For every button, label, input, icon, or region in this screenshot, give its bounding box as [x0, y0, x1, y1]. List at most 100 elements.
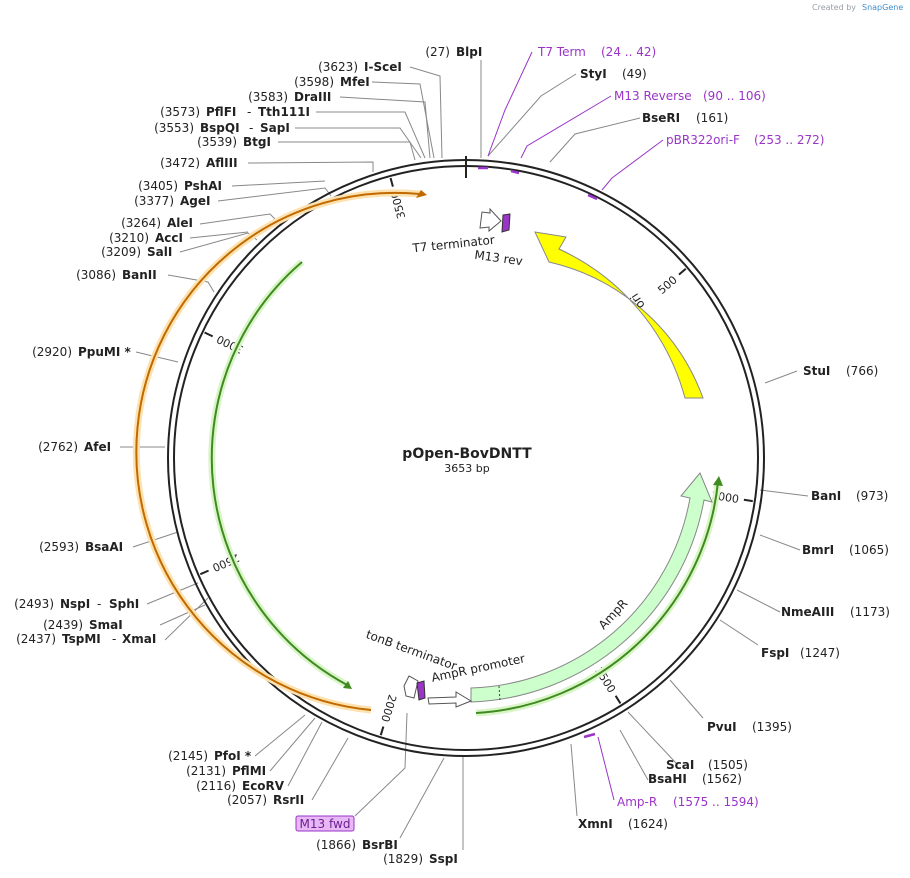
leader-bsahi: [619, 729, 649, 781]
site-styi-name[interactable]: StyI: [580, 67, 607, 81]
site-ppumi-pos: (2920): [32, 345, 72, 359]
site-tspmi-name[interactable]: TspMI: [62, 632, 101, 646]
leader-amp-r: [597, 736, 615, 801]
site-afei-name[interactable]: AfeI: [84, 440, 111, 454]
site-rsrii-name[interactable]: RsrII: [273, 793, 304, 807]
primer-m13fwd-badge[interactable]: [295, 815, 355, 832]
site-nspi-name[interactable]: NspI: [60, 597, 90, 611]
primer-bar-m13reverse: [510, 169, 520, 175]
site-nmeaiii-name[interactable]: NmeAIII: [781, 605, 834, 619]
site-bani-name[interactable]: BanI: [811, 489, 841, 503]
leader-m13reverse: [520, 95, 612, 159]
site-sspi-name[interactable]: SspI: [429, 852, 458, 866]
primer-pbr322ori-f-name[interactable]: pBR322ori-F: [666, 133, 740, 147]
leader-scai: [627, 711, 677, 764]
tonb-terminator-arrow[interactable]: [403, 675, 419, 699]
leader-nmeaiii: [736, 589, 781, 613]
plasmid-name: pOpen-BovDNTT: [402, 446, 532, 462]
site-agei-pos: (3377): [134, 194, 174, 208]
site-bsaai-pos: (2593): [39, 540, 79, 554]
site-tth111i-name[interactable]: Tth111I: [258, 105, 310, 119]
site-bmri-name[interactable]: BmrI: [802, 543, 834, 557]
site-bspqi-name[interactable]: BspQI: [200, 121, 240, 135]
site-rsrii-pos: (2057): [227, 793, 267, 807]
site-bmri-pos: (1065): [849, 543, 889, 557]
leader-bspqi: [295, 127, 422, 159]
site-pshai-pos: (3405): [138, 179, 178, 193]
site-bspqi-sep: -: [249, 121, 253, 135]
primer-bar-pbr322ori-f: [587, 193, 598, 201]
primer-t7term-name[interactable]: T7 Term: [537, 45, 586, 59]
ampr-feature[interactable]: [470, 472, 713, 703]
site-pvui-name[interactable]: PvuI: [707, 720, 737, 734]
primer-pbr322ori-f-range: (253 .. 272): [754, 133, 824, 147]
site-bsrbi-name[interactable]: BsrBI: [362, 838, 398, 852]
site-afei-pos: (2762): [38, 440, 78, 454]
site-scai-pos: (1505): [708, 758, 748, 772]
leader-alei: [199, 213, 279, 225]
primer-m13reverse-range: (90 .. 106): [703, 89, 766, 103]
site-stui-name[interactable]: StuI: [803, 364, 830, 378]
tick-mark-2000: [379, 726, 385, 736]
site-sali-name[interactable]: SalI: [147, 245, 172, 259]
site-xmai-name[interactable]: XmaI: [122, 632, 156, 646]
site-acci-name[interactable]: AccI: [155, 231, 183, 245]
site-i-scei-name[interactable]: I-SceI: [364, 60, 402, 74]
orf-orange-line: [135, 191, 421, 711]
site-tspmi-pos: (2437): [16, 632, 56, 646]
site-ppumi-name[interactable]: PpuMI *: [78, 345, 132, 359]
leader-bani: [759, 489, 809, 497]
site-xmni-name[interactable]: XmnI: [578, 817, 613, 831]
site-nspi-pos: (2493): [14, 597, 54, 611]
primer-m13fwd-name[interactable]: M13 fwd: [300, 817, 351, 831]
tick-mark-1000: [743, 498, 753, 503]
site-bspqi-pos: (3553): [154, 121, 194, 135]
leader-banii: [167, 274, 215, 293]
leader-pvui: [669, 679, 704, 719]
primer-amp-r-name[interactable]: Amp-R: [617, 795, 657, 809]
site-pfoi-name[interactable]: PfoI *: [214, 749, 252, 763]
leader-afliii: [247, 161, 374, 172]
site-pflfi-name[interactable]: PflFI: [206, 105, 236, 119]
site-smai-name[interactable]: SmaI: [89, 618, 123, 632]
site-sphi-name[interactable]: SphI: [109, 597, 139, 611]
m13-rev-primer-site[interactable]: [501, 213, 511, 233]
site-nspi-sep: -: [97, 597, 101, 611]
site-btgi-pos: (3539): [197, 135, 237, 149]
site-blpi-pos: (27): [425, 45, 450, 59]
site-banii-name[interactable]: BanII: [122, 268, 157, 282]
site-bsaai-name[interactable]: BsaAI: [85, 540, 123, 554]
site-mfei-name[interactable]: MfeI: [340, 75, 370, 89]
site-bsahi-name[interactable]: BsaHI: [648, 772, 687, 786]
ampr-promoter-arrow[interactable]: [427, 691, 473, 708]
leader-pshai: [231, 180, 326, 187]
t7-terminator-arrow[interactable]: [479, 207, 502, 233]
leader-btgi: [278, 141, 416, 161]
ori-feature[interactable]: [534, 231, 704, 399]
ampr-promoter-boundary: [498, 685, 501, 702]
site-alei-pos: (3264): [121, 216, 161, 230]
site-pflmi-name[interactable]: PflMI: [232, 764, 266, 778]
leader-rsrii: [311, 737, 349, 801]
site-sapi-name[interactable]: SapI: [260, 121, 290, 135]
site-stui-pos: (766): [846, 364, 878, 378]
site-draiii-name[interactable]: DraIII: [294, 90, 331, 104]
site-bseri-name[interactable]: BseRI: [642, 111, 680, 125]
site-scai-name[interactable]: ScaI: [666, 758, 694, 772]
leader-bmri: [759, 534, 801, 551]
leader-pflmi: [269, 717, 316, 772]
site-ecorv-name[interactable]: EcoRV: [242, 779, 285, 793]
site-pshai-name[interactable]: PshAI: [184, 179, 222, 193]
primer-m13reverse-name[interactable]: M13 Reverse: [614, 89, 692, 103]
leader-i-scei: [409, 66, 443, 159]
leader-acci: [189, 231, 249, 239]
m13-fwd-primer-site[interactable]: [416, 680, 426, 701]
site-afliii-name[interactable]: AflIII: [206, 156, 238, 170]
primer-leader-lines: [487, 51, 664, 801]
tick-mark-3000: [204, 331, 214, 338]
site-blpi-name[interactable]: BlpI: [456, 45, 482, 59]
site-alei-name[interactable]: AleI: [167, 216, 193, 230]
site-agei-name[interactable]: AgeI: [180, 194, 210, 208]
site-btgi-name[interactable]: BtgI: [243, 135, 271, 149]
site-fspi-name[interactable]: FspI: [761, 646, 789, 660]
